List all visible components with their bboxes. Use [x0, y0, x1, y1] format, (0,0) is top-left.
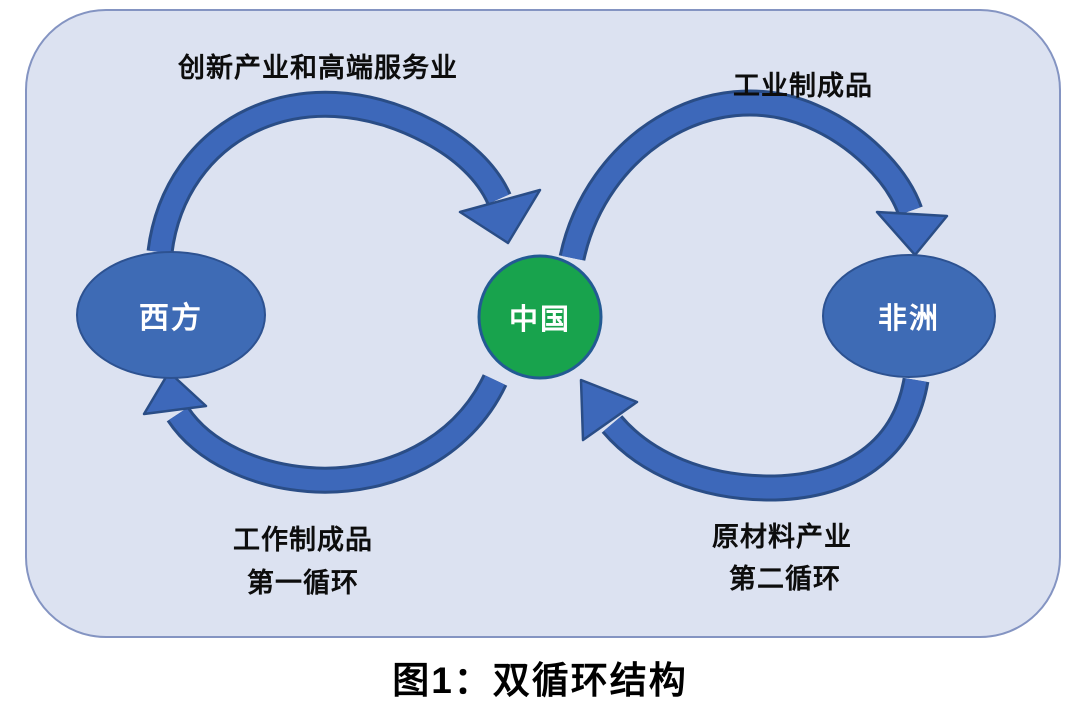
node-west-label: 西方 [139, 302, 203, 335]
node-africa-ellipse [822, 254, 996, 378]
node-china-label: 中国 [508, 304, 571, 336]
arrow-china-to-west [142, 370, 508, 494]
node-china-circle [477, 254, 603, 380]
node-west-ellipse [76, 251, 266, 379]
flow-label-china-to-africa: 工业制成品 [733, 71, 873, 101]
arrow-africa-to-china-head-icon [579, 378, 639, 442]
arrow-china-to-africa [558, 89, 949, 262]
cycle-label-first: 第一循环 [247, 568, 359, 598]
arrow-west-to-china-band [149, 93, 509, 254]
arrow-africa-to-china [579, 377, 930, 502]
node-africa-label: 非洲 [877, 303, 940, 335]
arrow-china-to-africa-head-icon [875, 210, 949, 257]
arrow-china-to-west-head-icon [142, 370, 208, 416]
arrow-west-to-china [146, 90, 542, 254]
arrow-china-to-west-band [169, 375, 505, 491]
cycle-label-second: 第二循环 [729, 564, 841, 594]
arrow-china-to-africa-band [561, 92, 920, 261]
flow-label-west-to-china: 创新产业和高端服务业 [178, 53, 458, 83]
flow-label-africa-to-china: 原材料产业 [712, 522, 852, 552]
figure-caption: 图1：双循环结构 [392, 660, 688, 701]
arrow-africa-to-china-band [603, 378, 927, 499]
flow-label-china-to-west: 工作制成品 [233, 525, 373, 555]
arrow-west-to-china-head-icon [458, 188, 542, 245]
